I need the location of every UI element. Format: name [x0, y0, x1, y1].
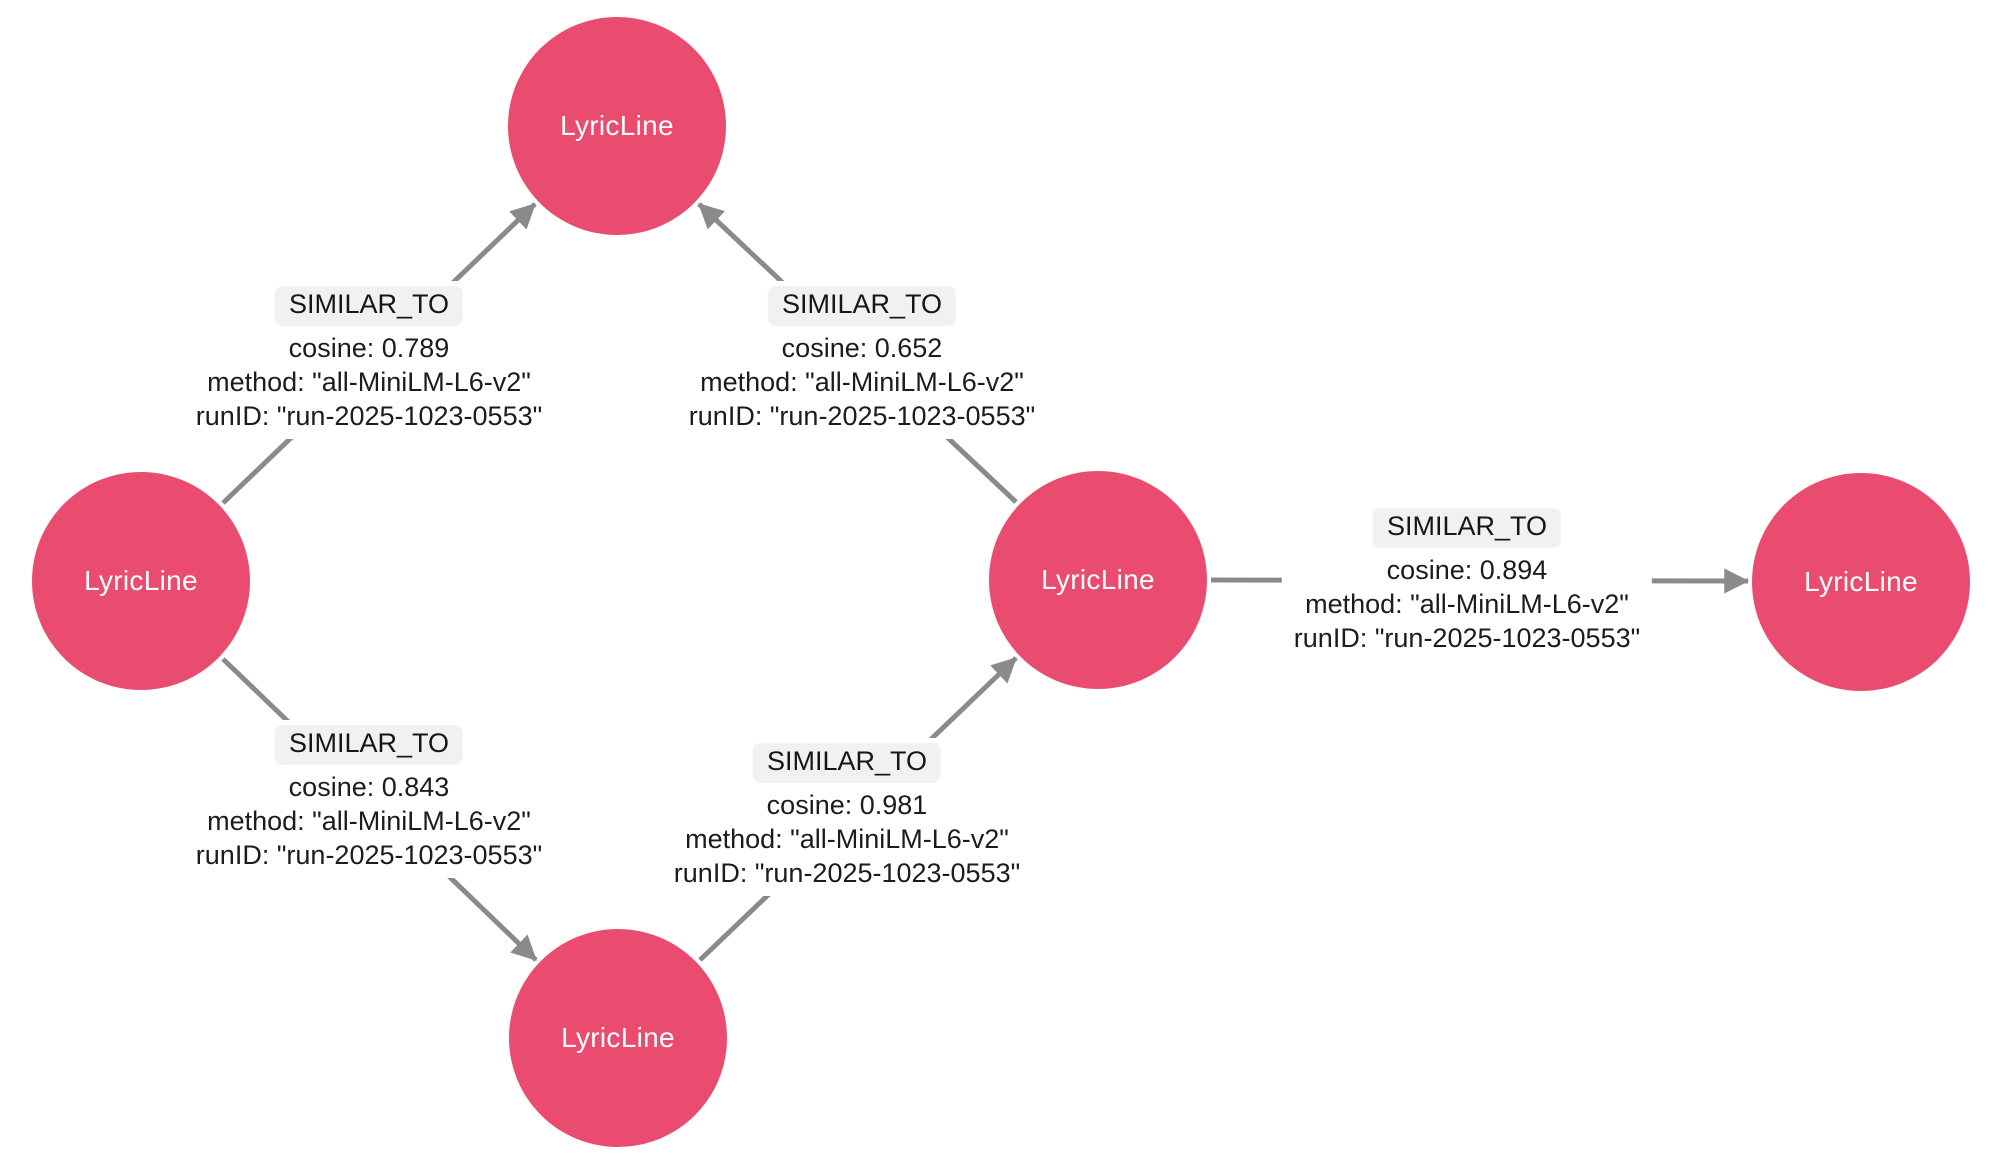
node-label: LyricLine	[560, 110, 674, 141]
relationship-type-badge[interactable]: SIMILAR_TO	[752, 743, 942, 783]
edge-label-left-bottom: SIMILAR_TO cosine: 0.843 method: "all-Mi…	[183, 720, 555, 878]
edge-property-runid: runID: "run-2025-1023-0553"	[195, 840, 543, 870]
edge-property-cosine: cosine: 0.789	[288, 333, 450, 363]
edge-property-cosine: cosine: 0.652	[781, 333, 943, 363]
node-label: LyricLine	[1041, 564, 1155, 595]
relationship-type-badge[interactable]: SIMILAR_TO	[274, 725, 464, 765]
edge-property-runid: runID: "run-2025-1023-0553"	[1293, 623, 1641, 653]
relationship-type-badge[interactable]: SIMILAR_TO	[274, 286, 464, 326]
node-lyricline-bottom[interactable]: LyricLine	[509, 929, 727, 1147]
edge-property-cosine: cosine: 0.981	[766, 790, 928, 820]
node-lyricline-top[interactable]: LyricLine	[508, 17, 726, 235]
edge-property-method: method: "all-MiniLM-L6-v2"	[1305, 589, 1629, 619]
node-label: LyricLine	[84, 565, 198, 596]
edge-property-cosine: cosine: 0.843	[288, 772, 450, 802]
edge-label-middle-right: SIMILAR_TO cosine: 0.894 method: "all-Mi…	[1281, 503, 1653, 661]
edge-property-method: method: "all-MiniLM-L6-v2"	[207, 367, 531, 397]
relationship-type-badge[interactable]: SIMILAR_TO	[1372, 508, 1562, 548]
edge-property-runid: runID: "run-2025-1023-0553"	[673, 858, 1021, 888]
node-lyricline-right[interactable]: LyricLine	[1752, 473, 1970, 691]
edge-label-bottom-middle: SIMILAR_TO cosine: 0.981 method: "all-Mi…	[661, 738, 1033, 896]
edge-label-left-top: SIMILAR_TO cosine: 0.789 method: "all-Mi…	[183, 281, 555, 439]
relationship-type-badge[interactable]: SIMILAR_TO	[767, 286, 957, 326]
edge-property-method: method: "all-MiniLM-L6-v2"	[207, 806, 531, 836]
edge-property-cosine: cosine: 0.894	[1386, 555, 1548, 585]
node-label: LyricLine	[561, 1022, 675, 1053]
edge-property-method: method: "all-MiniLM-L6-v2"	[685, 824, 1009, 854]
edge-property-runid: runID: "run-2025-1023-0553"	[688, 401, 1036, 431]
node-lyricline-left[interactable]: LyricLine	[32, 472, 250, 690]
edge-label-middle-top: SIMILAR_TO cosine: 0.652 method: "all-Mi…	[676, 281, 1048, 439]
node-label: LyricLine	[1804, 566, 1918, 597]
edge-property-runid: runID: "run-2025-1023-0553"	[195, 401, 543, 431]
node-lyricline-middle[interactable]: LyricLine	[989, 471, 1207, 689]
edge-property-method: method: "all-MiniLM-L6-v2"	[700, 367, 1024, 397]
